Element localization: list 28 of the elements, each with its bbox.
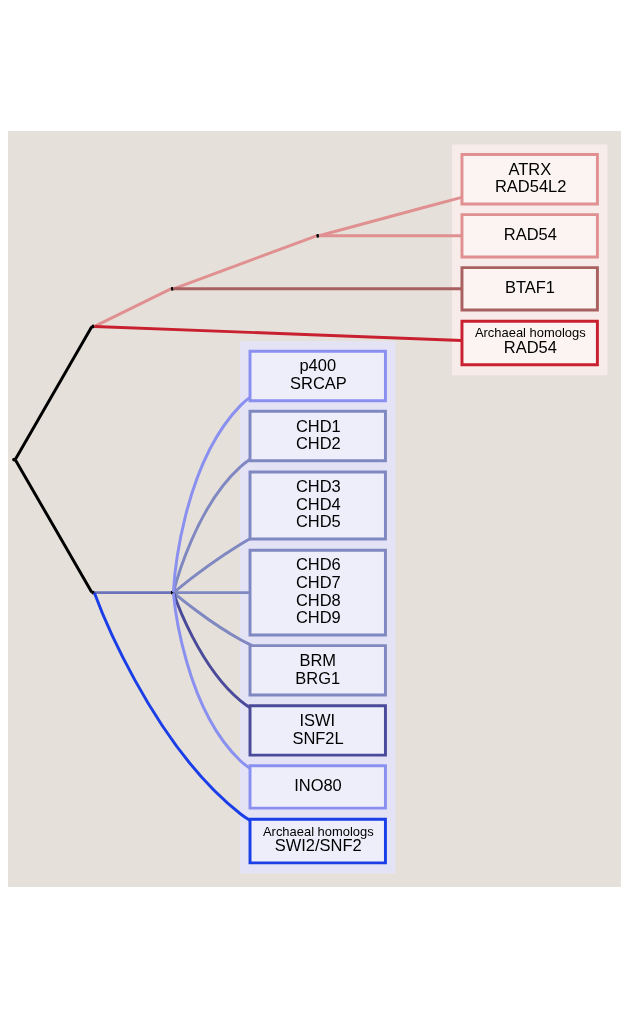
node-box: CHD3 CHD4 CHD5 xyxy=(248,470,387,541)
node-box: ATRX RAD54L2 xyxy=(460,153,599,206)
connector xyxy=(94,325,462,342)
node-point xyxy=(315,233,320,238)
node-box: Archaeal homologs RAD54 xyxy=(460,319,599,367)
cluster xyxy=(451,144,608,376)
node-box: RAD54 xyxy=(460,213,599,259)
connector xyxy=(318,195,463,238)
node-box: p400 SRCAP xyxy=(248,349,387,403)
node-box: CHD6 CHD7 CHD8 CHD9 xyxy=(248,548,387,637)
node-box: ISWI SNF2L xyxy=(248,704,387,757)
connector xyxy=(94,591,171,595)
node-point xyxy=(170,590,175,595)
connector xyxy=(171,396,251,592)
cluster xyxy=(240,341,396,874)
connector xyxy=(173,287,462,291)
node-box: CHD1 CHD2 xyxy=(248,409,387,463)
node-box: Archaeal homologs SWI2/SNF2 xyxy=(248,817,387,865)
node-box: BRM BRG1 xyxy=(248,644,387,697)
connector xyxy=(173,591,250,595)
node-box: BTAF1 xyxy=(460,266,599,312)
node-point xyxy=(170,286,175,291)
node-point xyxy=(91,324,95,329)
connector xyxy=(319,234,462,238)
node-point xyxy=(12,457,16,462)
connector xyxy=(171,593,251,770)
node-point xyxy=(91,590,95,595)
node-box: INO80 xyxy=(248,764,387,810)
